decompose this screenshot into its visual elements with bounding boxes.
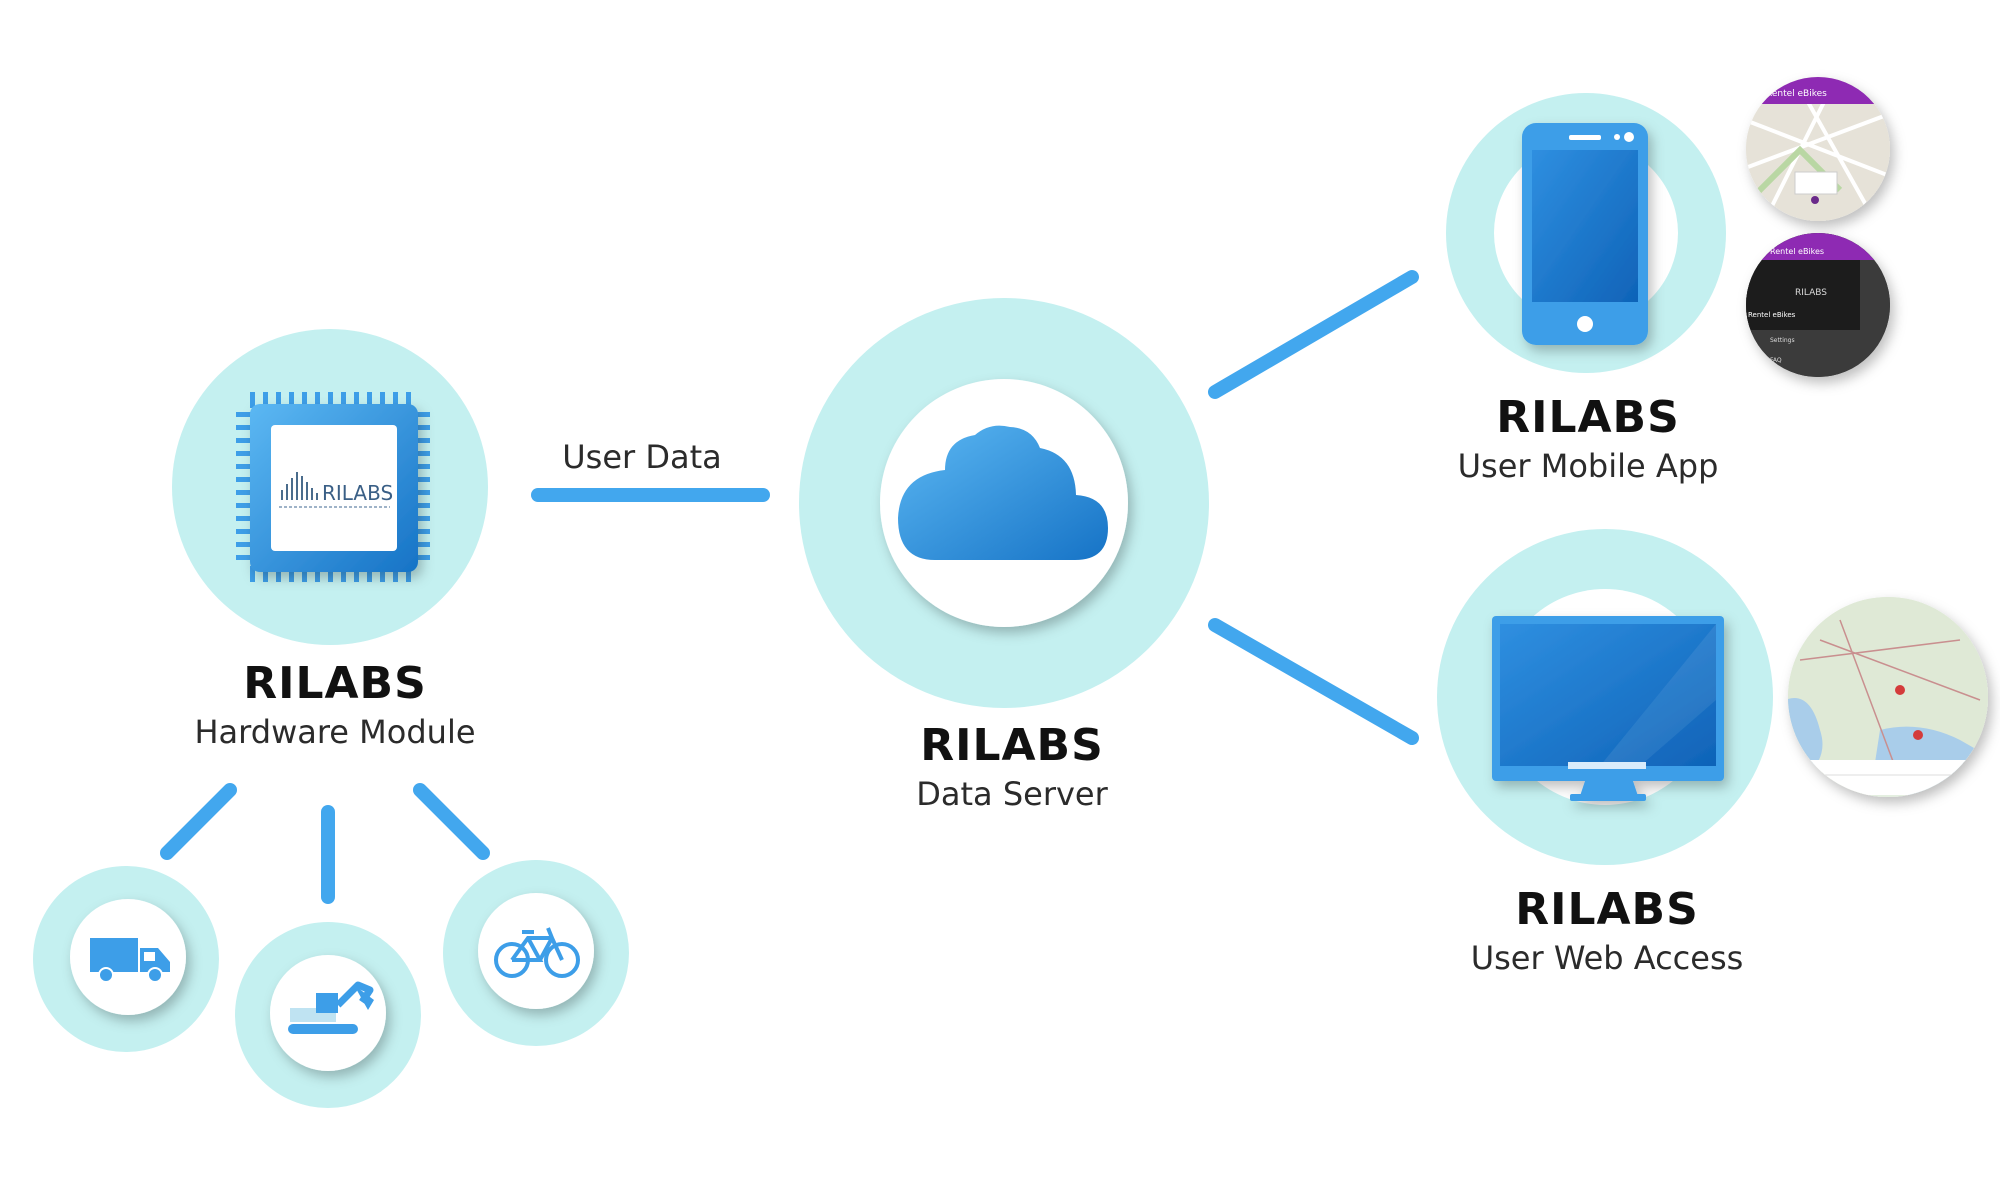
web-access-node <box>1437 529 1773 865</box>
web-map-preview <box>1788 597 1988 797</box>
connector-server-mobile <box>1208 270 1419 399</box>
web-subtitle: User Web Access <box>1470 939 1744 977</box>
mobile-brand: RILABS <box>1496 392 1680 443</box>
mobile-subtitle: User Mobile App <box>1457 447 1719 485</box>
hardware-brand: RILABS <box>243 658 427 709</box>
monitor-icon <box>1492 616 1724 801</box>
hardware-subtitle: Hardware Module <box>194 713 476 751</box>
server-brand: RILABS <box>920 720 1104 771</box>
chip-icon: RILABS <box>236 392 430 582</box>
smartphone-icon <box>1522 123 1648 345</box>
web-label: RILABS User Web Access <box>1397 884 1817 980</box>
web-brand: RILABS <box>1515 884 1699 935</box>
user-data-label: User Data <box>562 438 722 476</box>
menu-preview-logo: RILABS <box>1795 288 1827 298</box>
data-server-node <box>799 298 1209 708</box>
menu-preview-header: Rentel eBikes <box>1770 247 1824 256</box>
vehicle-bicycle-node <box>443 860 629 1046</box>
server-label: RILABS Data Server <box>802 720 1222 816</box>
menu-preview-settings: Settings <box>1770 337 1795 344</box>
hardware-module-node: RILABS <box>172 329 488 645</box>
connectors <box>160 270 1419 904</box>
mobile-app-node <box>1446 93 1726 373</box>
menu-preview-item: Rentel eBikes <box>1748 311 1796 319</box>
connector-hardware-truck <box>160 783 237 860</box>
mobile-map-preview: Rentel eBikes <box>1746 77 1890 221</box>
map-preview-header: Rentel eBikes <box>1766 89 1827 99</box>
mobile-label: RILABS User Mobile App <box>1378 392 1798 488</box>
connector-hardware-bicycle <box>413 783 490 860</box>
bicycle-icon <box>494 927 580 978</box>
menu-preview-faq: FAQ <box>1770 357 1782 364</box>
mobile-menu-preview: Rentel eBikes RILABS Rentel eBikes Setti… <box>1746 233 1890 377</box>
vehicle-truck-node <box>33 866 219 1052</box>
connector-server-web <box>1208 618 1419 745</box>
server-subtitle: Data Server <box>916 775 1108 813</box>
hardware-label: RILABS Hardware Module <box>125 658 545 754</box>
excavator-icon <box>288 981 374 1034</box>
chip-logo-text: RILABS <box>322 481 393 505</box>
truck-icon <box>90 938 170 983</box>
vehicle-excavator-node <box>235 922 421 1108</box>
rilabs-chip-logo: RILABS <box>279 472 393 508</box>
cloud-icon <box>898 425 1108 560</box>
